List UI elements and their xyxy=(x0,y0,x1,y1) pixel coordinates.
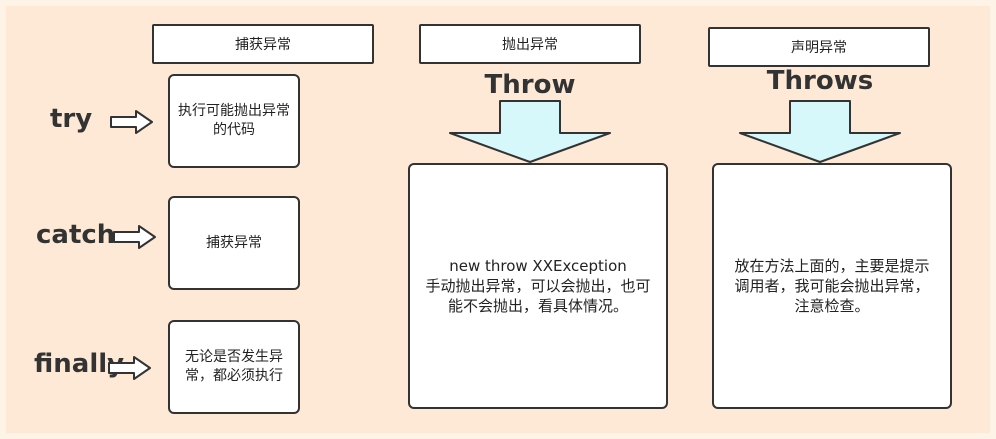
try-arrow-icon xyxy=(110,110,153,134)
catch-keyword: catch xyxy=(36,220,116,250)
throw-keyword: Throw xyxy=(484,70,576,100)
catch-arrow-icon xyxy=(113,225,156,249)
try-description-box: 执行可能抛出异常的代码 xyxy=(168,74,300,168)
throw-down-arrow-icon xyxy=(449,100,611,163)
throws-down-arrow-icon xyxy=(739,100,901,163)
throw-description-box: new throw XXException 手动抛出异常，可以会抛出，也可能不会… xyxy=(408,163,668,409)
header-catch-exception: 捕获异常 xyxy=(152,24,374,64)
throw-code-line: new throw XXException xyxy=(449,257,627,275)
finally-description-box: 无论是否发生异常，都必须执行 xyxy=(168,320,300,414)
catch-description-box: 捕获异常 xyxy=(168,196,300,290)
throw-explanation: 手动抛出异常，可以会抛出，也可能不会抛出，看具体情况。 xyxy=(425,277,651,315)
try-keyword: try xyxy=(50,104,93,134)
header-declare-exception: 声明异常 xyxy=(708,27,930,67)
throws-description-box: 放在方法上面的，主要是提示调用者，我可能会抛出异常，注意检查。 xyxy=(712,163,952,409)
throws-keyword: Throws xyxy=(766,66,874,96)
header-throw-exception: 抛出异常 xyxy=(419,24,641,64)
finally-arrow-icon xyxy=(108,356,151,380)
